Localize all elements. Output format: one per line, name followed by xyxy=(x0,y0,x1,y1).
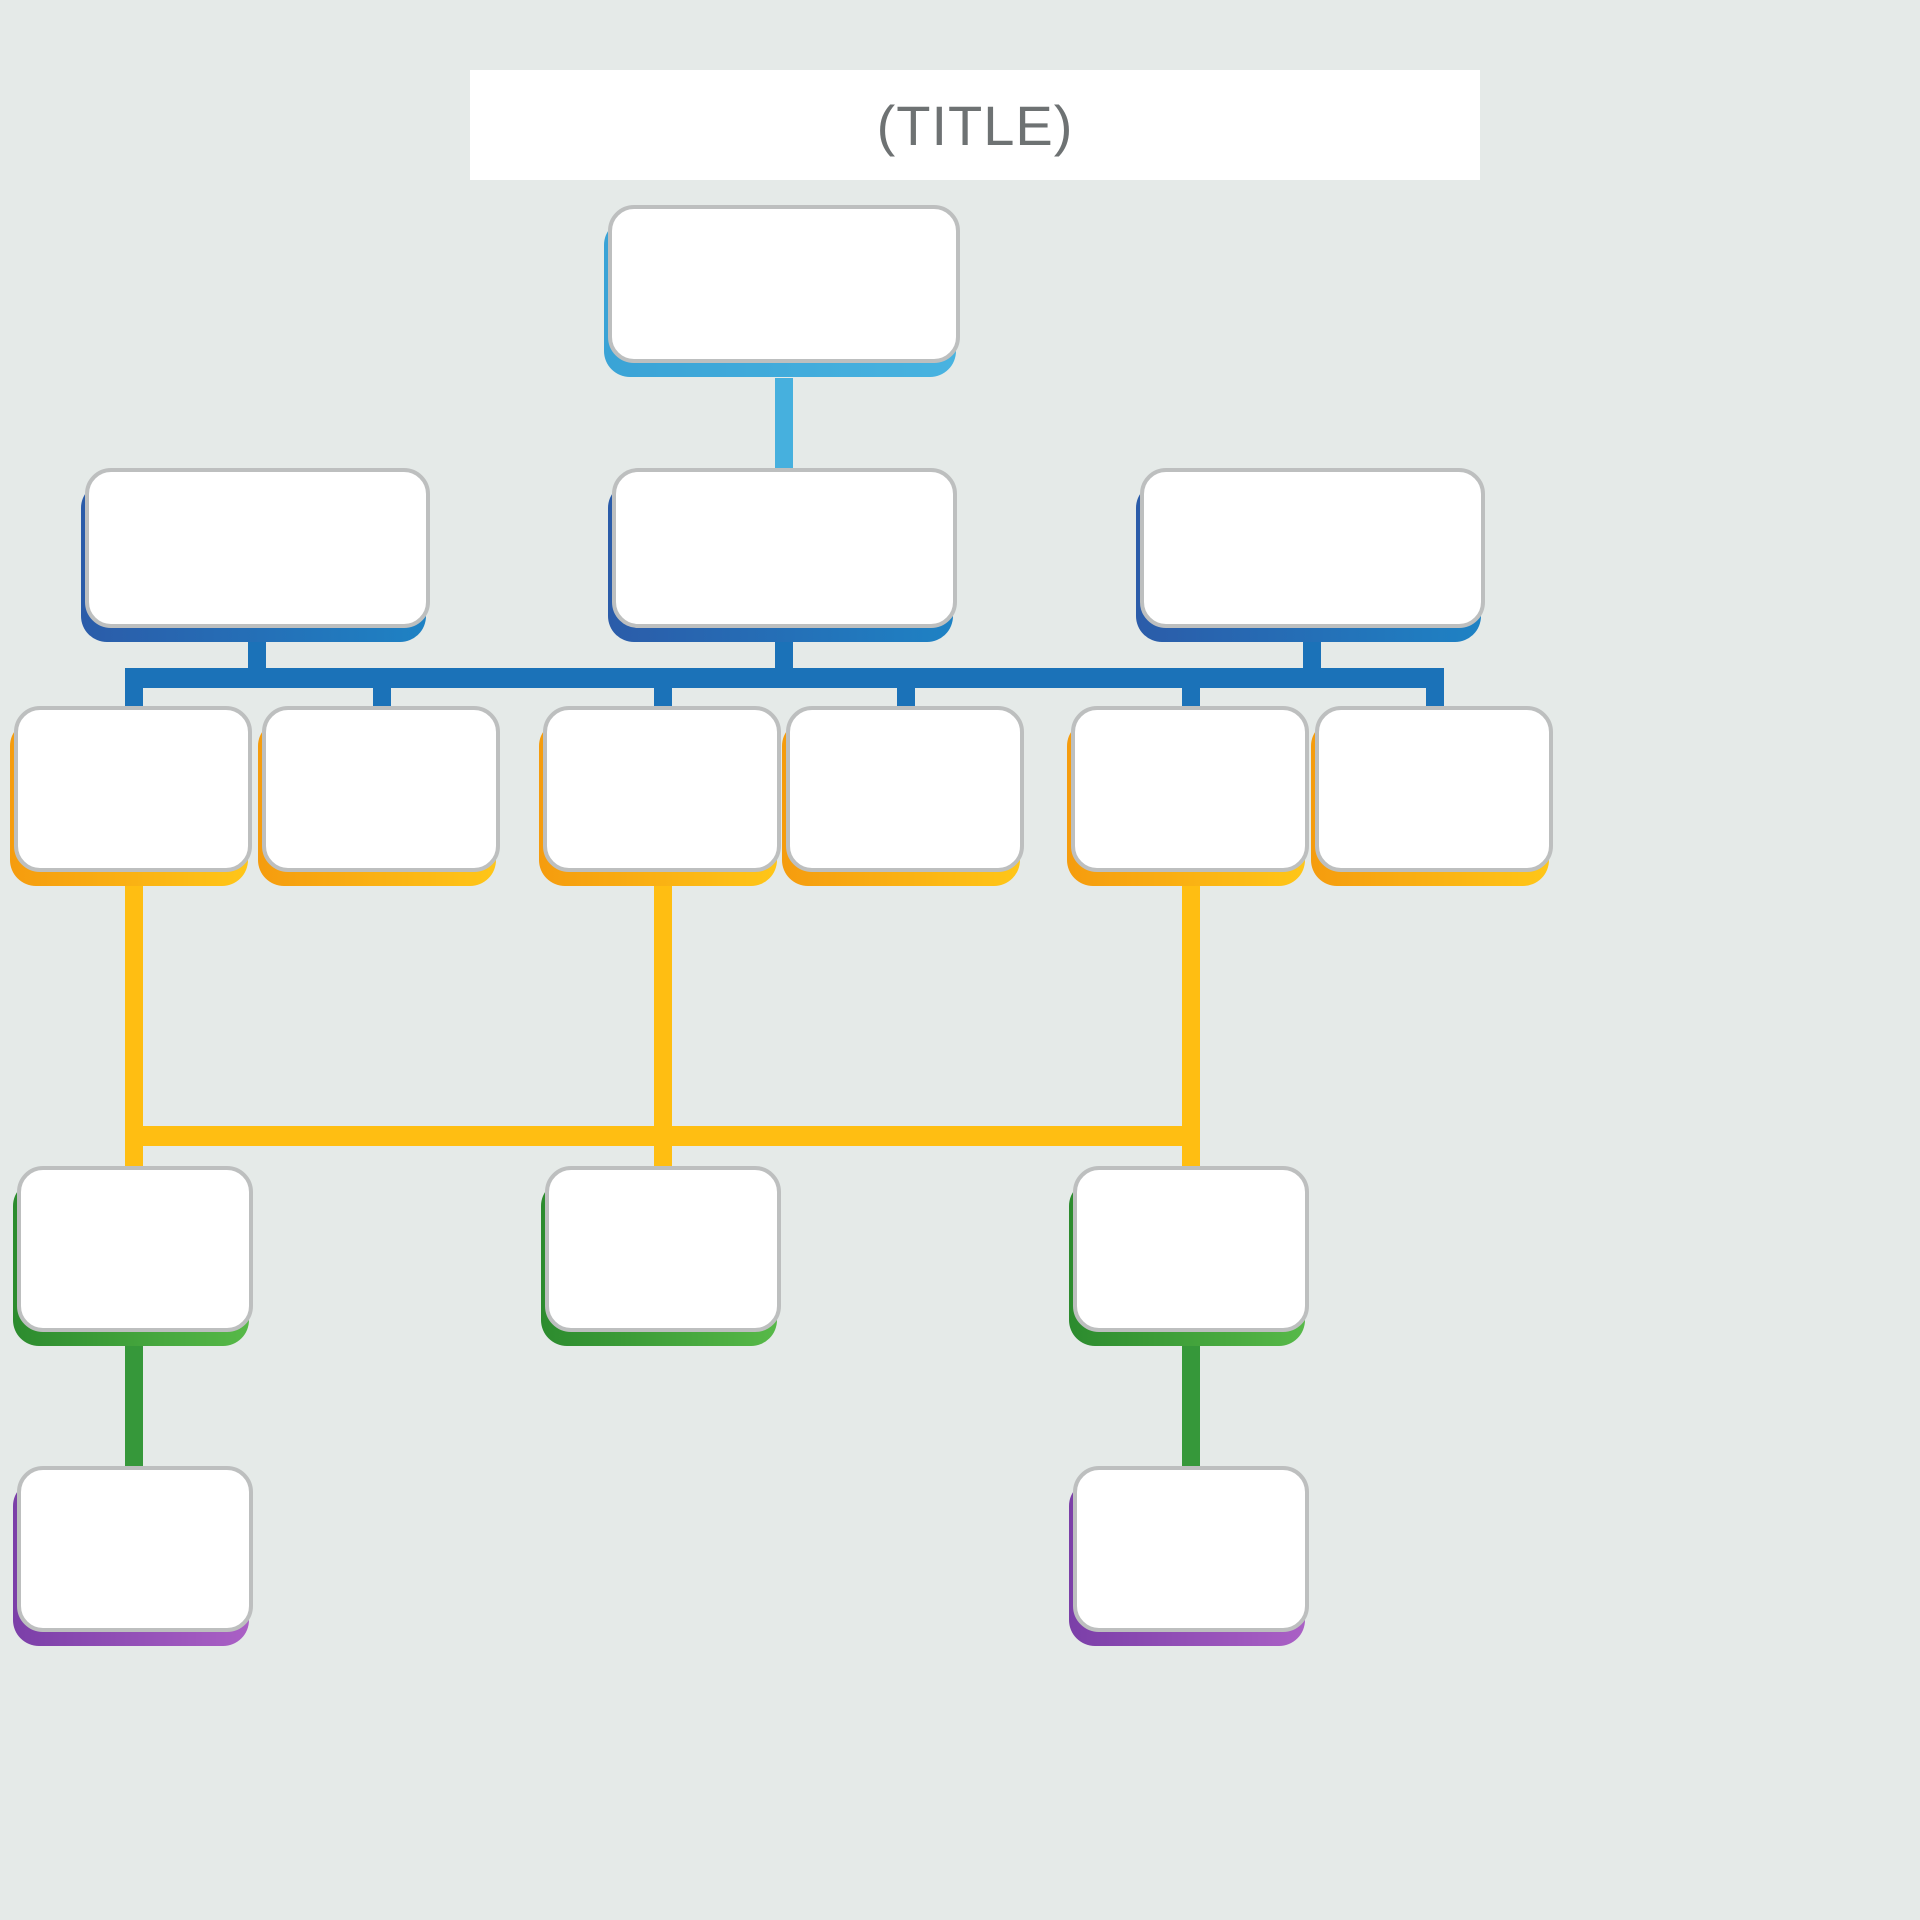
node-label xyxy=(1140,468,1485,628)
connector-level3-5-to-yellow-bus xyxy=(1182,880,1200,1135)
node-level3-5[interactable] xyxy=(1067,706,1309,886)
node-card xyxy=(17,1166,253,1332)
node-card xyxy=(786,706,1024,872)
connector-level3-3-stub xyxy=(654,668,672,712)
node-card xyxy=(1073,1166,1309,1332)
node-label xyxy=(1073,1466,1309,1632)
node-label xyxy=(1071,706,1309,872)
node-level2-3[interactable] xyxy=(1136,468,1485,642)
node-level3-3[interactable] xyxy=(539,706,781,886)
page-title: (TITLE) xyxy=(876,93,1074,157)
node-label xyxy=(612,468,957,628)
node-label xyxy=(85,468,430,628)
node-level4-3[interactable] xyxy=(1069,1166,1309,1346)
node-level3-6[interactable] xyxy=(1311,706,1553,886)
connector-level4-1-to-level5-1 xyxy=(125,1340,143,1468)
node-label xyxy=(14,706,252,872)
node-level1-root[interactable] xyxy=(604,205,960,377)
node-card xyxy=(545,1166,781,1332)
node-label xyxy=(1315,706,1553,872)
node-card xyxy=(1073,1466,1309,1632)
connector-level4-3-stub xyxy=(1182,1126,1200,1172)
node-level3-4[interactable] xyxy=(782,706,1024,886)
connector-level4-3-to-level5-2 xyxy=(1182,1340,1200,1468)
connector-root-to-level2-middle xyxy=(775,378,793,474)
connector-level4-2-stub xyxy=(654,1126,672,1172)
connector-level4-1-stub xyxy=(125,1126,143,1172)
node-label xyxy=(17,1466,253,1632)
node-level3-1[interactable] xyxy=(10,706,252,886)
node-card xyxy=(1071,706,1309,872)
node-label xyxy=(543,706,781,872)
connector-level2-3-stub xyxy=(1303,638,1321,676)
node-label xyxy=(545,1166,781,1332)
node-card xyxy=(17,1466,253,1632)
node-level2-1[interactable] xyxy=(81,468,430,642)
node-card xyxy=(14,706,252,872)
connector-level3-6-stub xyxy=(1426,668,1444,712)
connector-blue-bus xyxy=(125,668,1444,688)
node-level2-2[interactable] xyxy=(608,468,957,642)
connector-level2-1-stub xyxy=(248,638,266,676)
node-card xyxy=(1315,706,1553,872)
node-card xyxy=(612,468,957,628)
node-label xyxy=(17,1166,253,1332)
node-card xyxy=(262,706,500,872)
node-card xyxy=(1140,468,1485,628)
connector-level3-1-stub xyxy=(125,668,143,712)
connector-level3-3-to-yellow-bus xyxy=(654,880,672,1135)
node-label xyxy=(262,706,500,872)
node-card xyxy=(85,468,430,628)
node-label xyxy=(786,706,1024,872)
connector-level3-5-stub xyxy=(1182,668,1200,712)
title-banner: (TITLE) xyxy=(470,70,1480,180)
node-card xyxy=(608,205,960,363)
connector-level3-1-to-yellow-bus xyxy=(125,880,143,1135)
node-level5-2[interactable] xyxy=(1069,1466,1309,1646)
node-level5-1[interactable] xyxy=(13,1466,253,1646)
node-level4-1[interactable] xyxy=(13,1166,253,1346)
connector-level3-4-stub xyxy=(897,668,915,712)
node-label xyxy=(608,205,960,363)
node-level3-2[interactable] xyxy=(258,706,500,886)
connector-level2-2-stub xyxy=(775,638,793,676)
node-label xyxy=(1073,1166,1309,1332)
connector-level3-2-stub xyxy=(373,668,391,712)
node-level4-2[interactable] xyxy=(541,1166,781,1346)
node-card xyxy=(543,706,781,872)
